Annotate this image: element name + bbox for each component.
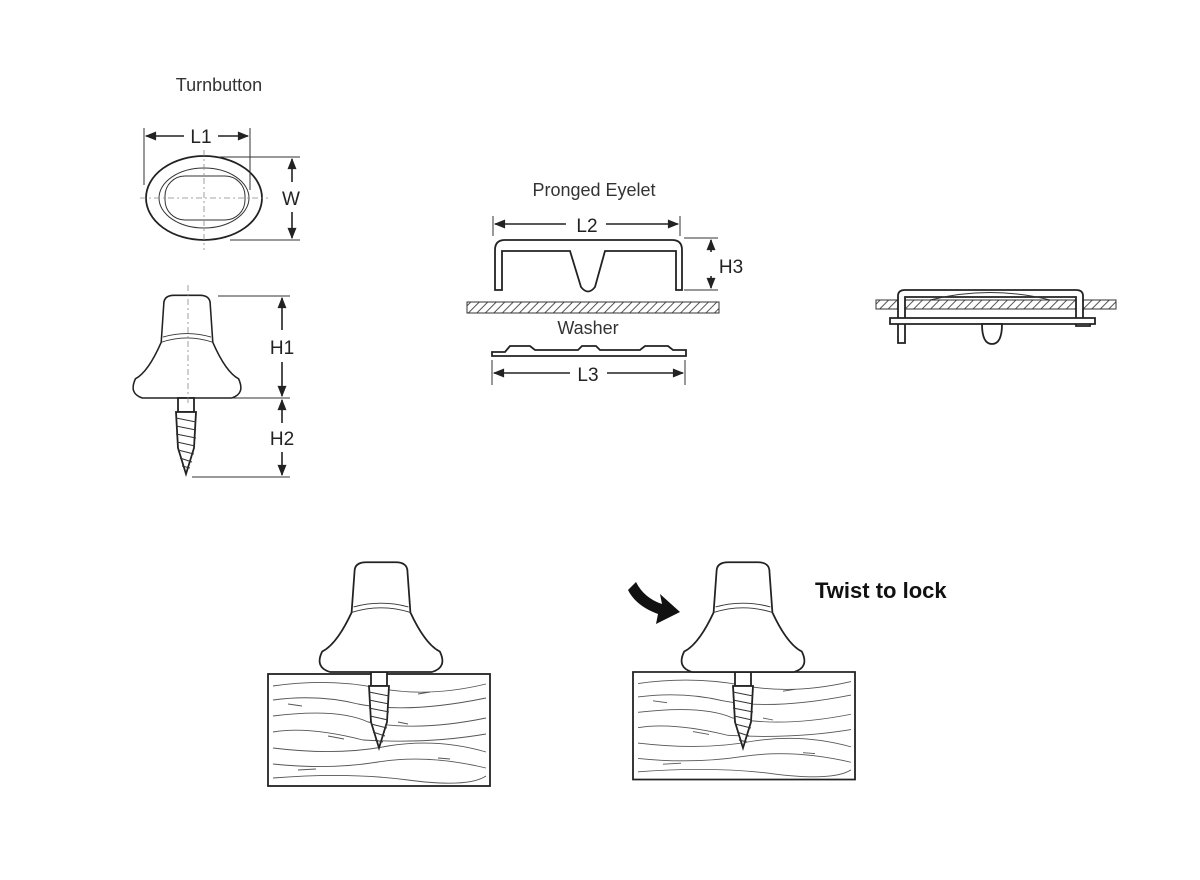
washer-drawing [491, 345, 687, 385]
assembled-eyelet-section [875, 289, 1117, 345]
twist-to-lock-label: Twist to lock [815, 578, 947, 603]
pronged-eyelet-title: Pronged Eyelet [532, 180, 655, 200]
h1-label: H1 [270, 338, 294, 359]
pronged-eyelet-drawing [466, 216, 720, 314]
l2-label: L2 [576, 216, 597, 237]
turnbutton-side-view [132, 285, 290, 478]
washer-title: Washer [557, 318, 618, 338]
l3-label: L3 [577, 365, 598, 386]
l1-label: L1 [190, 127, 211, 148]
h2-label: H2 [270, 429, 294, 450]
curved-arrow-icon [628, 582, 680, 624]
turnbutton-title: Turnbutton [176, 75, 262, 95]
install-step-1 [267, 561, 491, 787]
w-label: W [282, 189, 300, 210]
turnbutton-top-view [140, 128, 300, 250]
h3-label: H3 [719, 257, 743, 278]
